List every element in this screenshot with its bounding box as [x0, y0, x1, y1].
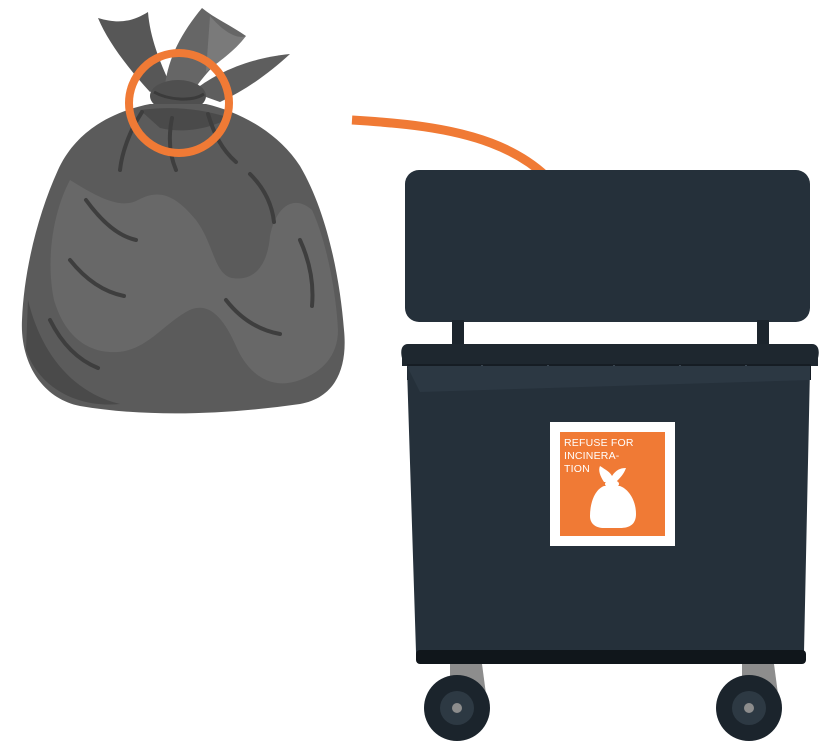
bin-base — [416, 650, 806, 664]
refuse-sticker: REFUSE FOR INCINERA- TION — [550, 422, 675, 546]
waste-container-icon: REFUSE FOR INCINERA- TION — [401, 170, 819, 741]
sticker-text-line3: TION — [564, 463, 590, 475]
wheel-right — [716, 675, 782, 741]
bin-lid — [405, 170, 810, 322]
garbage-bag-icon — [22, 8, 345, 413]
sticker-text-line1: REFUSE FOR — [564, 437, 634, 449]
bin-lid-support-left — [452, 320, 464, 346]
bin-rim — [401, 344, 819, 366]
bin-lid-support-right — [757, 320, 769, 346]
sticker-text-line2: INCINERA- — [564, 450, 620, 462]
wheel-left — [424, 675, 490, 741]
